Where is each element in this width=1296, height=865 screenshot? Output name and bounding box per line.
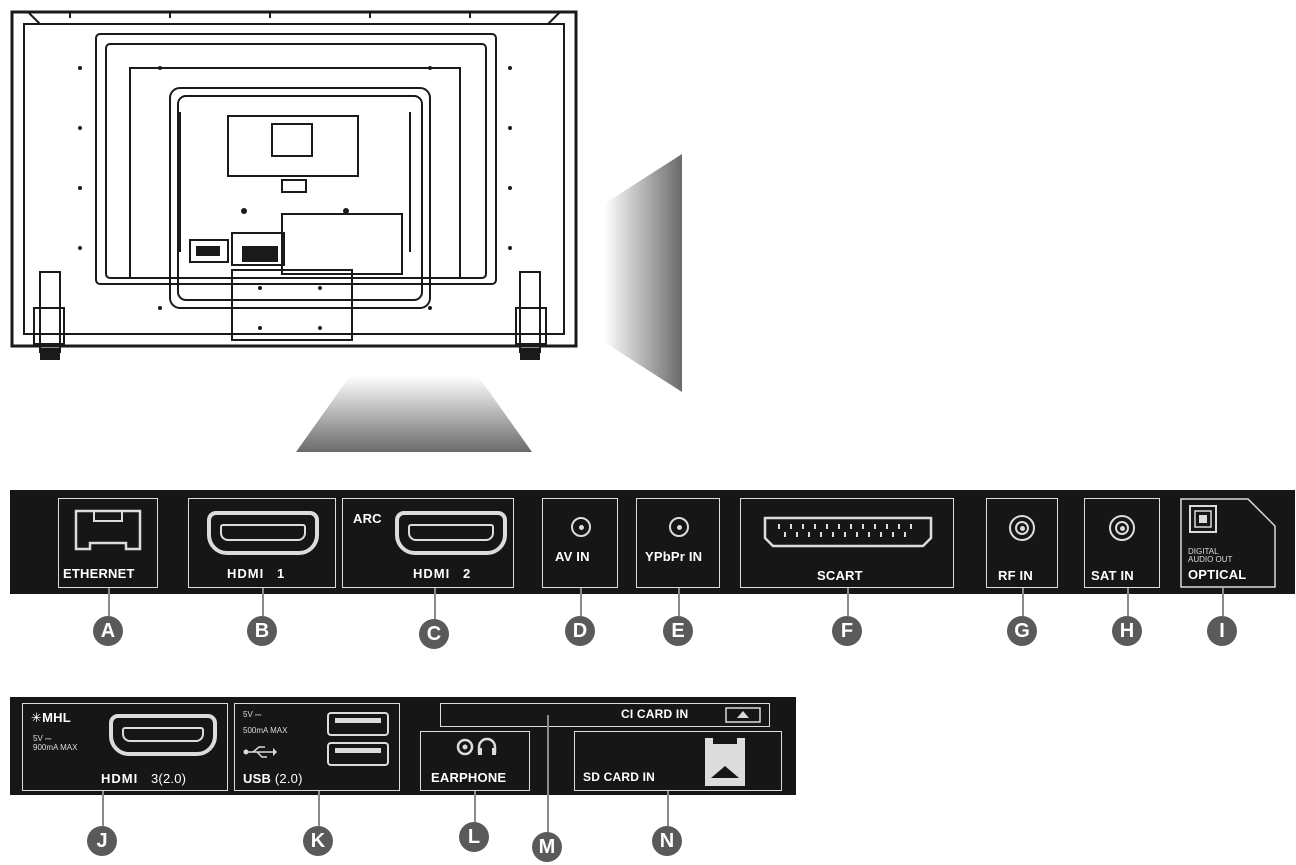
lead-g xyxy=(1022,588,1024,616)
hdmi3-logo: HDMI xyxy=(101,771,139,786)
rca-jack-icon xyxy=(571,517,591,537)
ypbpr-port-box: YPbPr IN xyxy=(636,498,720,588)
marker-m: M xyxy=(532,832,562,862)
usb-label-text: USB xyxy=(243,771,272,786)
av-in-port-box: AV IN xyxy=(542,498,618,588)
ci-eject-icon xyxy=(725,707,761,723)
coax-port-icon xyxy=(1009,515,1035,541)
hdmi2-port-box: ARC HDMI 2 xyxy=(342,498,514,588)
hdmi1-port-box: HDMI 1 xyxy=(188,498,336,588)
ci-card-label: CI CARD IN xyxy=(621,707,689,721)
hdmi3-spec-2: 900mA MAX xyxy=(33,743,78,752)
hdmi1-number: 1 xyxy=(277,566,285,581)
marker-i: I xyxy=(1207,616,1237,646)
sat-in-port-box: SAT IN xyxy=(1084,498,1160,588)
ethernet-port-box: ETHERNET xyxy=(58,498,158,588)
ethernet-label: ETHERNET xyxy=(63,566,135,581)
earphone-port-box: EARPHONE xyxy=(420,731,530,791)
lead-m xyxy=(547,715,549,832)
usb-port-box: 5V ⎓ 500mA MAX USB (2.0) xyxy=(234,703,400,791)
usb-spec-2: 500mA MAX xyxy=(243,726,288,735)
marker-j: J xyxy=(87,826,117,856)
lead-f xyxy=(847,588,849,616)
hdmi3-port-box: ✳MHL 5V ⎓ 900mA MAX HDMI 3(2.0) xyxy=(22,703,228,791)
bottom-connector-panel xyxy=(10,697,796,795)
sat-in-label: SAT IN xyxy=(1091,568,1134,583)
ethernet-port-icon xyxy=(74,509,142,551)
optical-port-icon xyxy=(1189,505,1217,533)
hdmi-port-icon xyxy=(395,511,507,555)
lead-e xyxy=(678,588,680,616)
hdmi2-number: 2 xyxy=(463,566,471,581)
lead-i xyxy=(1222,588,1224,616)
marker-a: A xyxy=(93,616,123,646)
hdmi-port-icon xyxy=(109,714,217,756)
marker-l: L xyxy=(459,822,489,852)
lead-d xyxy=(580,588,582,616)
lead-h xyxy=(1127,588,1129,616)
arc-label: ARC xyxy=(353,511,382,526)
lead-c xyxy=(434,588,436,619)
sd-card-slot-box: SD CARD IN xyxy=(574,731,782,791)
hdmi3-number: 3(2.0) xyxy=(151,771,187,786)
ci-card-slot-box: CI CARD IN xyxy=(440,703,770,727)
av-in-label: AV IN xyxy=(555,549,590,564)
sd-slot-icon xyxy=(705,738,745,786)
earphone-label: EARPHONE xyxy=(431,770,507,785)
hdmi-port-icon xyxy=(207,511,319,555)
marker-h: H xyxy=(1112,616,1142,646)
lead-k xyxy=(318,791,320,826)
optical-label: OPTICAL xyxy=(1188,567,1247,582)
scart-port-box: SCART xyxy=(740,498,954,588)
usb-spec-1: 5V ⎓ xyxy=(243,710,262,719)
marker-g: G xyxy=(1007,616,1037,646)
mhl-logo: ✳MHL xyxy=(31,710,71,725)
scart-port-icon xyxy=(763,516,933,548)
marker-e: E xyxy=(663,616,693,646)
marker-n: N xyxy=(652,826,682,856)
usb-label: USB (2.0) xyxy=(243,771,303,786)
lead-l xyxy=(474,791,476,822)
lead-n xyxy=(667,791,669,826)
usb-port-icon xyxy=(327,742,389,766)
optical-port-box: DIGITAL AUDIO OUT OPTICAL xyxy=(1180,498,1276,588)
sd-card-label: SD CARD IN xyxy=(583,770,656,784)
mhl-label: MHL xyxy=(42,710,71,725)
optical-small-1: DIGITAL xyxy=(1188,547,1219,556)
ypbpr-label: YPbPr IN xyxy=(645,549,703,564)
scart-label: SCART xyxy=(817,568,863,583)
hdmi2-logo: HDMI xyxy=(413,566,451,581)
marker-f: F xyxy=(832,616,862,646)
marker-b: B xyxy=(247,616,277,646)
rf-in-port-box: RF IN xyxy=(986,498,1058,588)
lead-j xyxy=(102,791,104,826)
marker-k: K xyxy=(303,826,333,856)
usb-symbol-icon xyxy=(243,746,277,758)
bottom-projection-shade xyxy=(296,376,532,452)
hdmi3-spec-1: 5V ⎓ xyxy=(33,734,52,743)
usb-port-icon xyxy=(327,712,389,736)
rca-jack-icon xyxy=(669,517,689,537)
optical-small-2: AUDIO OUT xyxy=(1188,555,1233,564)
marker-c: C xyxy=(419,619,449,649)
rf-in-label: RF IN xyxy=(998,568,1033,583)
usb-version: (2.0) xyxy=(274,771,303,786)
lead-b xyxy=(262,588,264,616)
tv-back-illustration xyxy=(10,8,580,378)
coax-port-icon xyxy=(1109,515,1135,541)
marker-d: D xyxy=(565,616,595,646)
tv-back-icon xyxy=(10,10,578,360)
lead-a xyxy=(108,588,110,616)
side-projection-shade xyxy=(604,154,682,392)
headphone-icon xyxy=(456,737,497,756)
hdmi1-logo: HDMI xyxy=(227,566,265,581)
